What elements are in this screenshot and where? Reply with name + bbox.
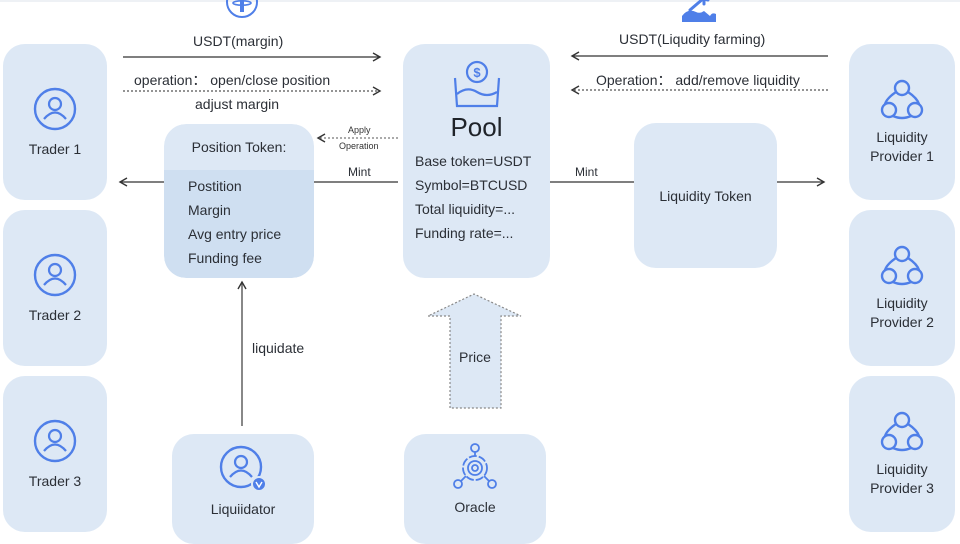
provider-label-line1: Liquidity [876, 295, 928, 311]
position-token-item: Avg entry price [188, 226, 282, 242]
arrow-price [427, 293, 522, 409]
user-circle-icon [33, 87, 77, 130]
provider-label-line1: Liquidity [876, 129, 928, 145]
pool-total-liquidity: Total liquidity=... [415, 201, 515, 217]
pool-title: Pool [450, 112, 503, 142]
label-adjust-margin: adjust margin [195, 96, 280, 112]
position-token-card[interactable]: Position Token: Postition Margin Avg ent… [164, 124, 314, 278]
provider-card-1[interactable]: Liquidity Provider 1 [849, 44, 955, 200]
pool-funding-rate: Funding rate=... [415, 225, 514, 241]
pool-base-token: Base token=USDT [415, 153, 532, 169]
liquidator-card[interactable]: Liquiidator [172, 434, 314, 544]
user-circle-icon [33, 253, 77, 296]
user-shield-icon [219, 445, 267, 492]
oracle-network-icon [453, 443, 497, 489]
trader-card-2[interactable]: Trader 2 [3, 210, 107, 366]
provider-label-line2: Provider 3 [870, 480, 934, 496]
position-token-item: Margin [188, 202, 231, 218]
label-trader-operation: operation： open/close position [134, 72, 331, 88]
provider-card-3[interactable]: Liquidity Provider 3 [849, 376, 955, 532]
position-token-item: Postition [188, 178, 242, 194]
three-node-group-icon [880, 411, 924, 452]
label-usdt-farming: USDT(Liqudity farming) [619, 31, 766, 47]
label-operation: Operation [339, 141, 379, 151]
usdt-icon [224, 0, 260, 20]
liquidity-token-label: Liquidity Token [659, 188, 752, 204]
provider-label-line2: Provider 2 [870, 314, 934, 330]
pool-symbol: Symbol=BTCUSD [415, 177, 528, 193]
user-circle-icon [33, 419, 77, 462]
trader-card-1[interactable]: Trader 1 [3, 44, 107, 200]
label-liquidate: liquidate [252, 340, 305, 356]
trader-card-3[interactable]: Trader 3 [3, 376, 107, 532]
provider-label-line2: Provider 1 [870, 148, 934, 164]
coin-basin-icon: $ [453, 60, 500, 108]
connectors [118, 51, 828, 426]
svg-text:$: $ [473, 65, 481, 80]
provider-label-line1: Liquidity [876, 461, 928, 477]
trader-label: Trader 3 [28, 472, 82, 489]
oracle-label: Oracle [454, 499, 496, 515]
top-border [0, 0, 960, 2]
position-token-title: Position Token: [164, 124, 314, 170]
trader-label: Trader 1 [28, 140, 82, 157]
farming-icon [680, 0, 720, 24]
liquidator-label: Liquiidator [210, 501, 276, 517]
label-mint-left: Mint [348, 165, 371, 179]
label-usdt-margin: USDT(margin) [193, 33, 284, 49]
label-apply: Apply [348, 125, 371, 135]
oracle-card[interactable]: Oracle [404, 434, 546, 544]
label-mint-right: Mint [575, 165, 598, 179]
pool-card[interactable]: $ Pool Base token=USDT Symbol=BTCUSD Tot… [403, 44, 550, 278]
liquidity-token-card[interactable]: Liquidity Token [634, 123, 777, 268]
label-price: Price [459, 349, 491, 365]
provider-card-2[interactable]: Liquidity Provider 2 [849, 210, 955, 366]
trader-label: Trader 2 [28, 306, 82, 323]
three-node-group-icon [880, 79, 924, 120]
position-token-item: Funding fee [188, 250, 262, 266]
three-node-group-icon [880, 245, 924, 286]
label-lp-operation: Operation： add/remove liquidity [596, 72, 800, 88]
